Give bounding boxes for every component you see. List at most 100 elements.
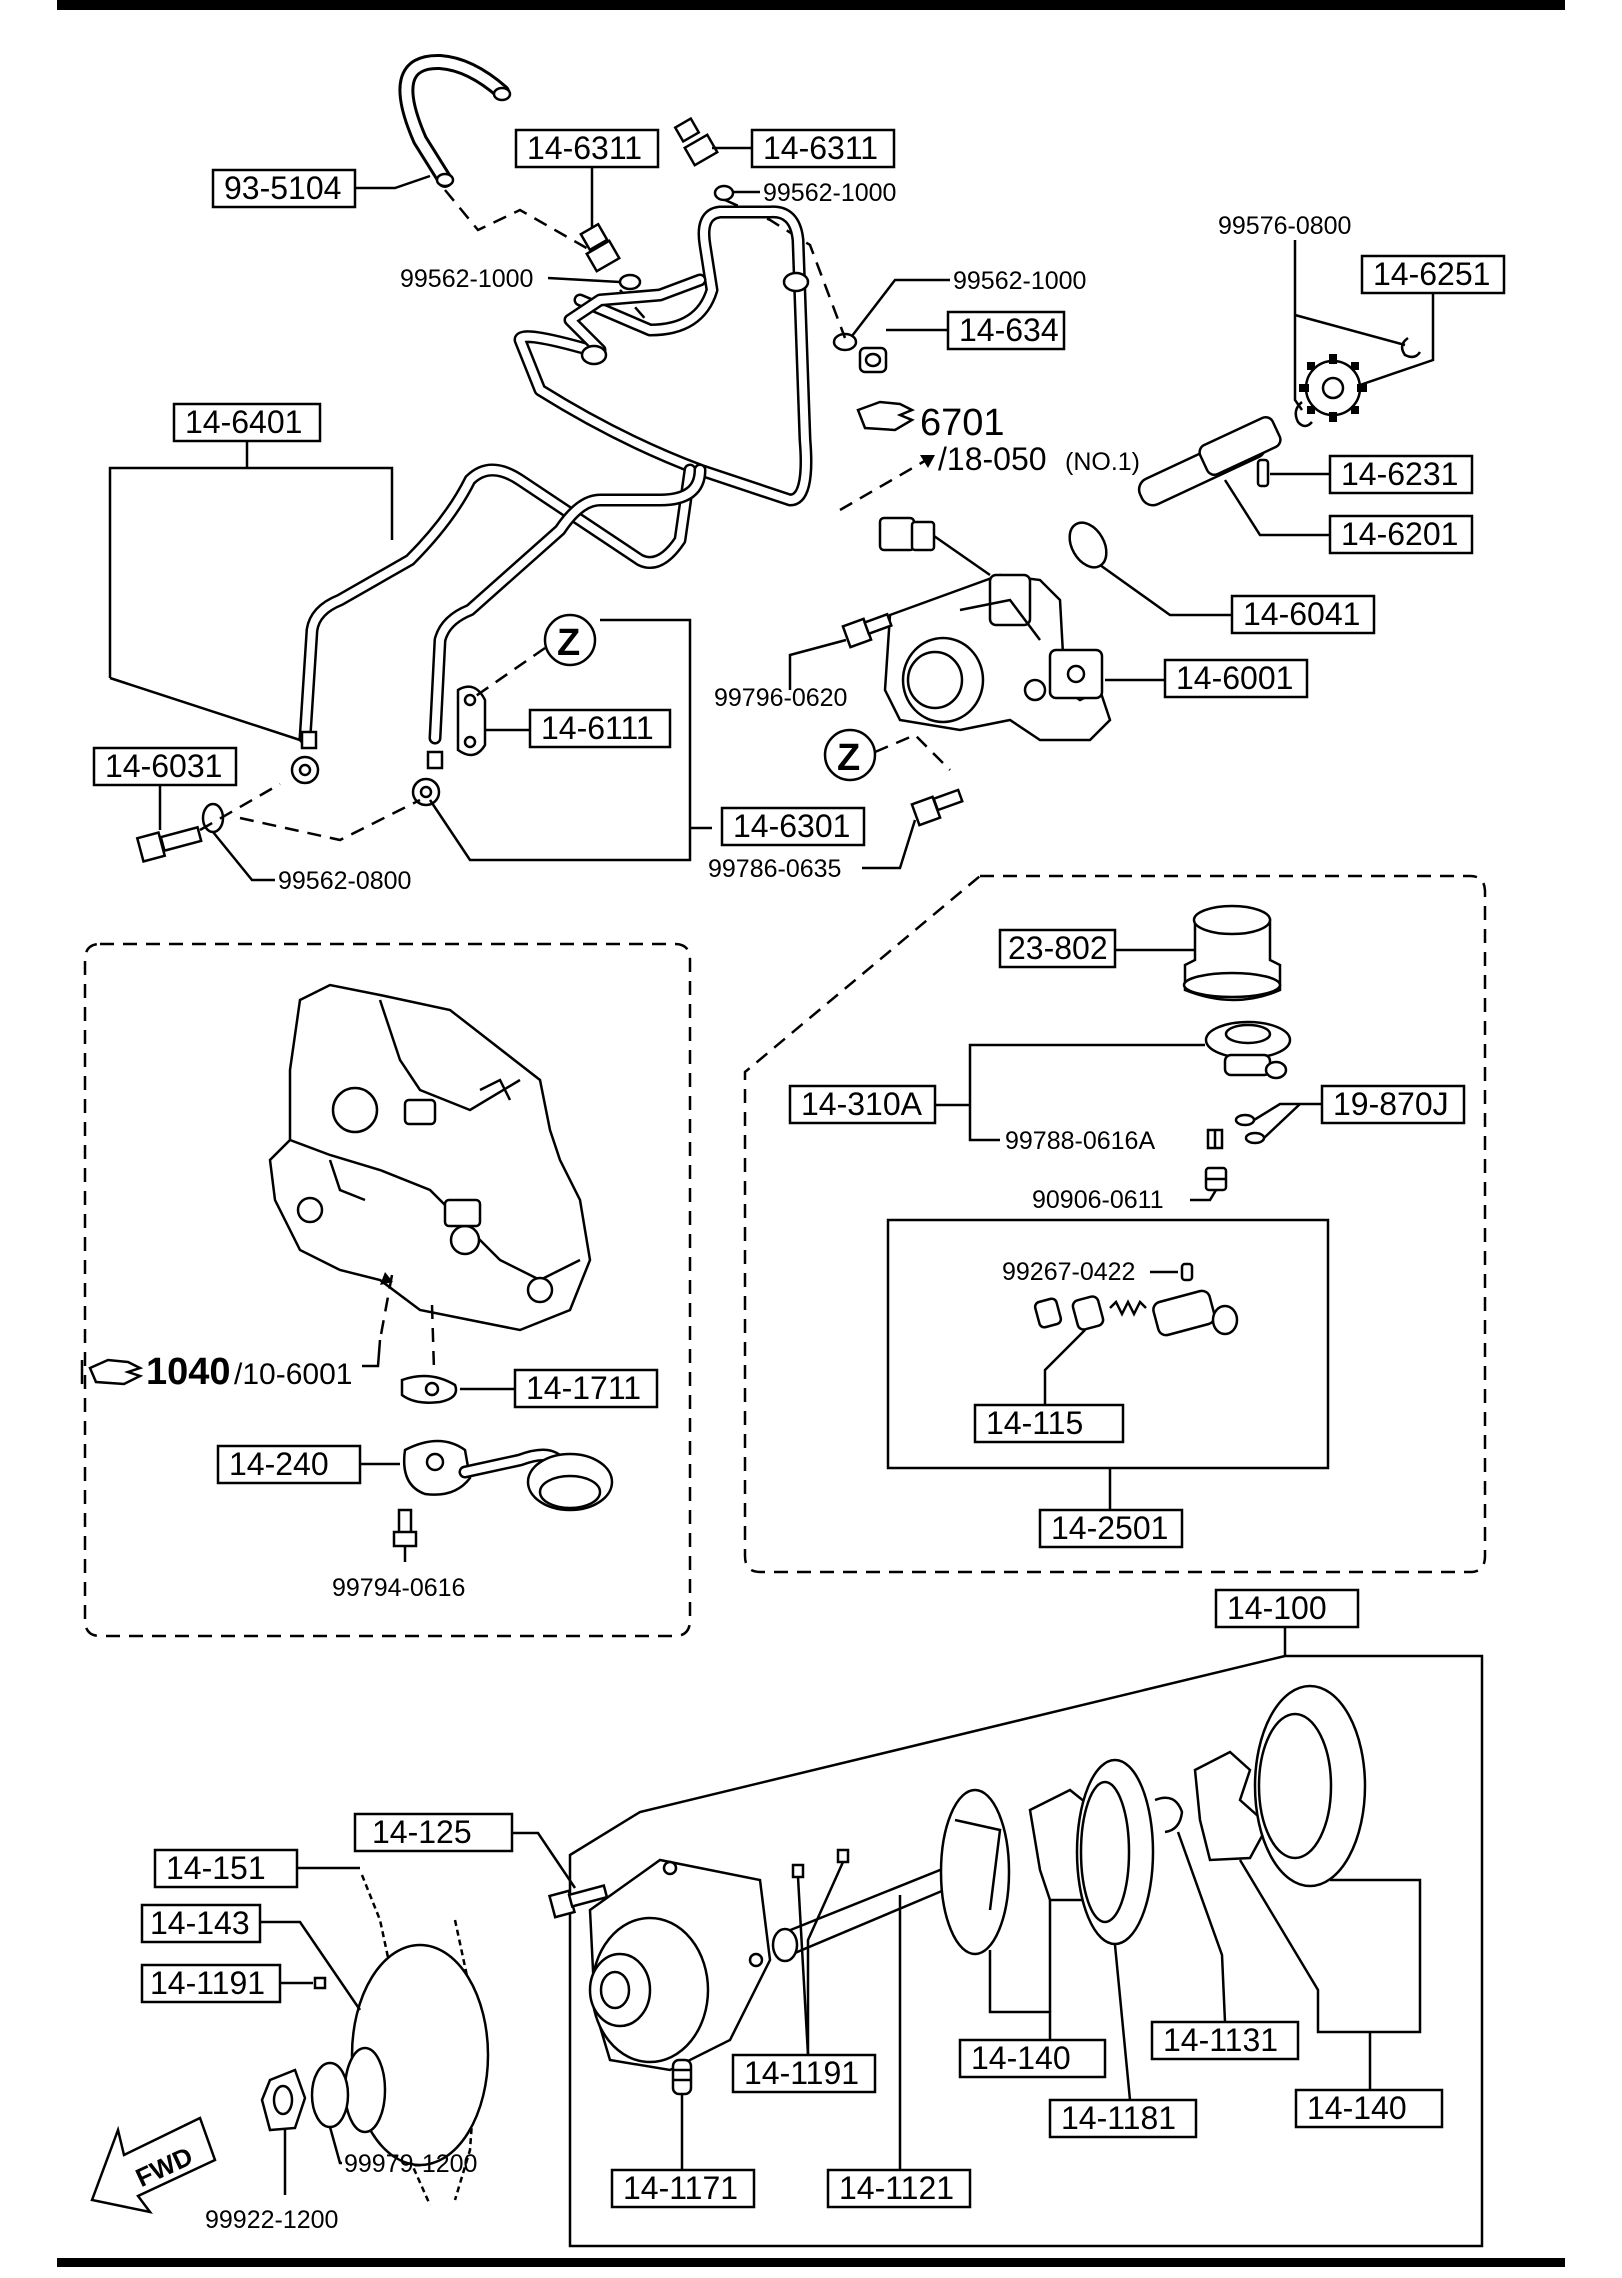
label-box-14-1711 [513, 1368, 659, 1409]
shaft-14-6201 [1137, 415, 1282, 507]
banjo-fitting-right [411, 750, 444, 807]
rotor-14-140-outer [1075, 1758, 1155, 1946]
ref-1040: 1040 [146, 1351, 231, 1393]
label-box-14-140-b [1294, 2088, 1444, 2129]
label-box-14-1121 [826, 2168, 972, 2209]
label-box-14-151 [153, 1848, 299, 1889]
pointing-hand-icon [856, 400, 916, 432]
label-box-14-240 [216, 1444, 362, 1485]
bolt-99786-0635 [910, 788, 964, 827]
fwd-arrow-icon: FWD [90, 2116, 217, 2214]
pipe-upper [513, 205, 813, 507]
label-99562-1000-c: 99562-1000 [953, 267, 1086, 295]
label-14-6231: 14-6231 [1341, 456, 1458, 492]
key-14-1191-right-b [836, 1848, 850, 1864]
pump-body [588, 1858, 772, 2072]
oil-strainer-14-240 [402, 1439, 614, 1512]
label-box-14-6111 [528, 708, 672, 749]
label-box-19-870J [1320, 1084, 1466, 1125]
label-99979-1200: 99979-1200 [344, 2150, 477, 2178]
key-14-1191-left [313, 1976, 327, 1990]
label-99788-0616A: 99788-0616A [1005, 1127, 1155, 1155]
label-14-6311-left: 14-6311 [527, 130, 642, 166]
label-99786-0635: 99786-0635 [708, 855, 841, 883]
z-mark-b [823, 728, 877, 782]
ref-10-6001: /10-6001 [234, 1358, 352, 1391]
label-14-6311-right: 14-6311 [763, 130, 878, 166]
ref-6701: 6701 [920, 402, 1005, 444]
label-box-14-1131 [1150, 2020, 1300, 2061]
label-box-14-1171 [610, 2168, 756, 2209]
label-box-23-802 [998, 928, 1117, 969]
label-box-14-2501 [1038, 1508, 1184, 1549]
pointing-hand-icon [88, 1358, 144, 1386]
washer-99562-1000-c [832, 332, 858, 352]
gasket-14-1711 [400, 1374, 458, 1404]
label-box-14-634 [946, 310, 1066, 351]
label-14-1131: 14-1131 [1163, 2022, 1278, 2058]
label-box-14-6251 [1360, 254, 1506, 295]
label-14-6001: 14-6001 [1176, 660, 1293, 696]
label-14-151: 14-151 [166, 1850, 266, 1886]
banjo-fitting-left [290, 730, 320, 785]
hose-93-5104 [398, 53, 512, 188]
label-box-93-5104 [211, 168, 357, 209]
label-14-6251: 14-6251 [1373, 256, 1490, 292]
label-14-140-b: 14-140 [1307, 2090, 1407, 2126]
z-mark-a [543, 613, 597, 667]
label-box-14-310A [788, 1084, 937, 1125]
label-14-115: 14-115 [986, 1405, 1083, 1441]
washer-99979-1200 [310, 2061, 350, 2129]
label-14-125: 14-125 [372, 1814, 472, 1850]
top-border [57, 0, 1565, 10]
bolt-14-125 [547, 1884, 609, 1919]
bolt-99796-0620 [841, 612, 893, 649]
label-box-14-1181 [1048, 2098, 1198, 2139]
label-99562-1000-b: 99562-1000 [400, 265, 533, 293]
label-14-6201: 14-6201 [1341, 516, 1458, 552]
relief-valve-group-box [886, 1218, 1330, 1470]
relief-valve-14-115 [1033, 1289, 1239, 1337]
label-box-14-6231 [1328, 454, 1474, 495]
clip-99576-0800-b [1294, 401, 1313, 428]
label-99267-0422: 99267-0422 [1002, 1258, 1135, 1286]
label-99922-1200: 99922-1200 [205, 2206, 338, 2234]
label-box-14-143 [140, 1903, 262, 1944]
label-box-14-6301 [720, 806, 866, 847]
label-93-5104: 93-5104 [224, 170, 341, 206]
label-box-14-100 [1214, 1588, 1360, 1629]
bolt-99788-0616A [1206, 1128, 1224, 1150]
label-99576-0800: 99576-0800 [1218, 212, 1351, 240]
rotor-14-140-inner [939, 1788, 1011, 1956]
plug-14-1171 [671, 2058, 693, 2096]
label-box-14-140-a [958, 2038, 1107, 2079]
pin-14-6231 [1256, 458, 1270, 488]
filter-adapter-14-310A [1204, 1020, 1292, 1080]
sensor-connector [878, 516, 991, 577]
engine-block [268, 983, 592, 1332]
label-14-2501: 14-2501 [1051, 1510, 1168, 1546]
gear-14-6251 [1299, 354, 1367, 422]
gasket-14-6111 [456, 685, 487, 757]
label-14-1181: 14-1181 [1061, 2100, 1176, 2136]
label-box-14-115 [973, 1403, 1125, 1444]
label-14-240: 14-240 [229, 1446, 329, 1482]
throttle-body-14-6001 [883, 573, 1112, 742]
label-14-6031: 14-6031 [105, 748, 222, 784]
z-mark-b-label: Z [837, 737, 860, 779]
label-14-1121: 14-1121 [839, 2170, 954, 2206]
bolt-14-6031 [135, 825, 203, 863]
ref-18-050: /18-050 [938, 441, 1047, 477]
label-box-14-6031 [92, 746, 238, 787]
label-box-14-1191-left [140, 1963, 282, 2004]
sprocket-14-143 [343, 1943, 490, 2167]
washer-99562-1000-a [713, 184, 735, 202]
oring-19-870J-b [1244, 1131, 1266, 1145]
label-14-6111: 14-6111 [541, 710, 654, 746]
label-99796-0620: 99796-0620 [714, 684, 847, 712]
label-box-14-6201 [1328, 514, 1474, 555]
label-14-1171: 14-1171 [623, 2170, 738, 2206]
rotor-14-140-rear [1253, 1684, 1367, 1888]
label-19-870J: 19-870J [1333, 1086, 1449, 1122]
